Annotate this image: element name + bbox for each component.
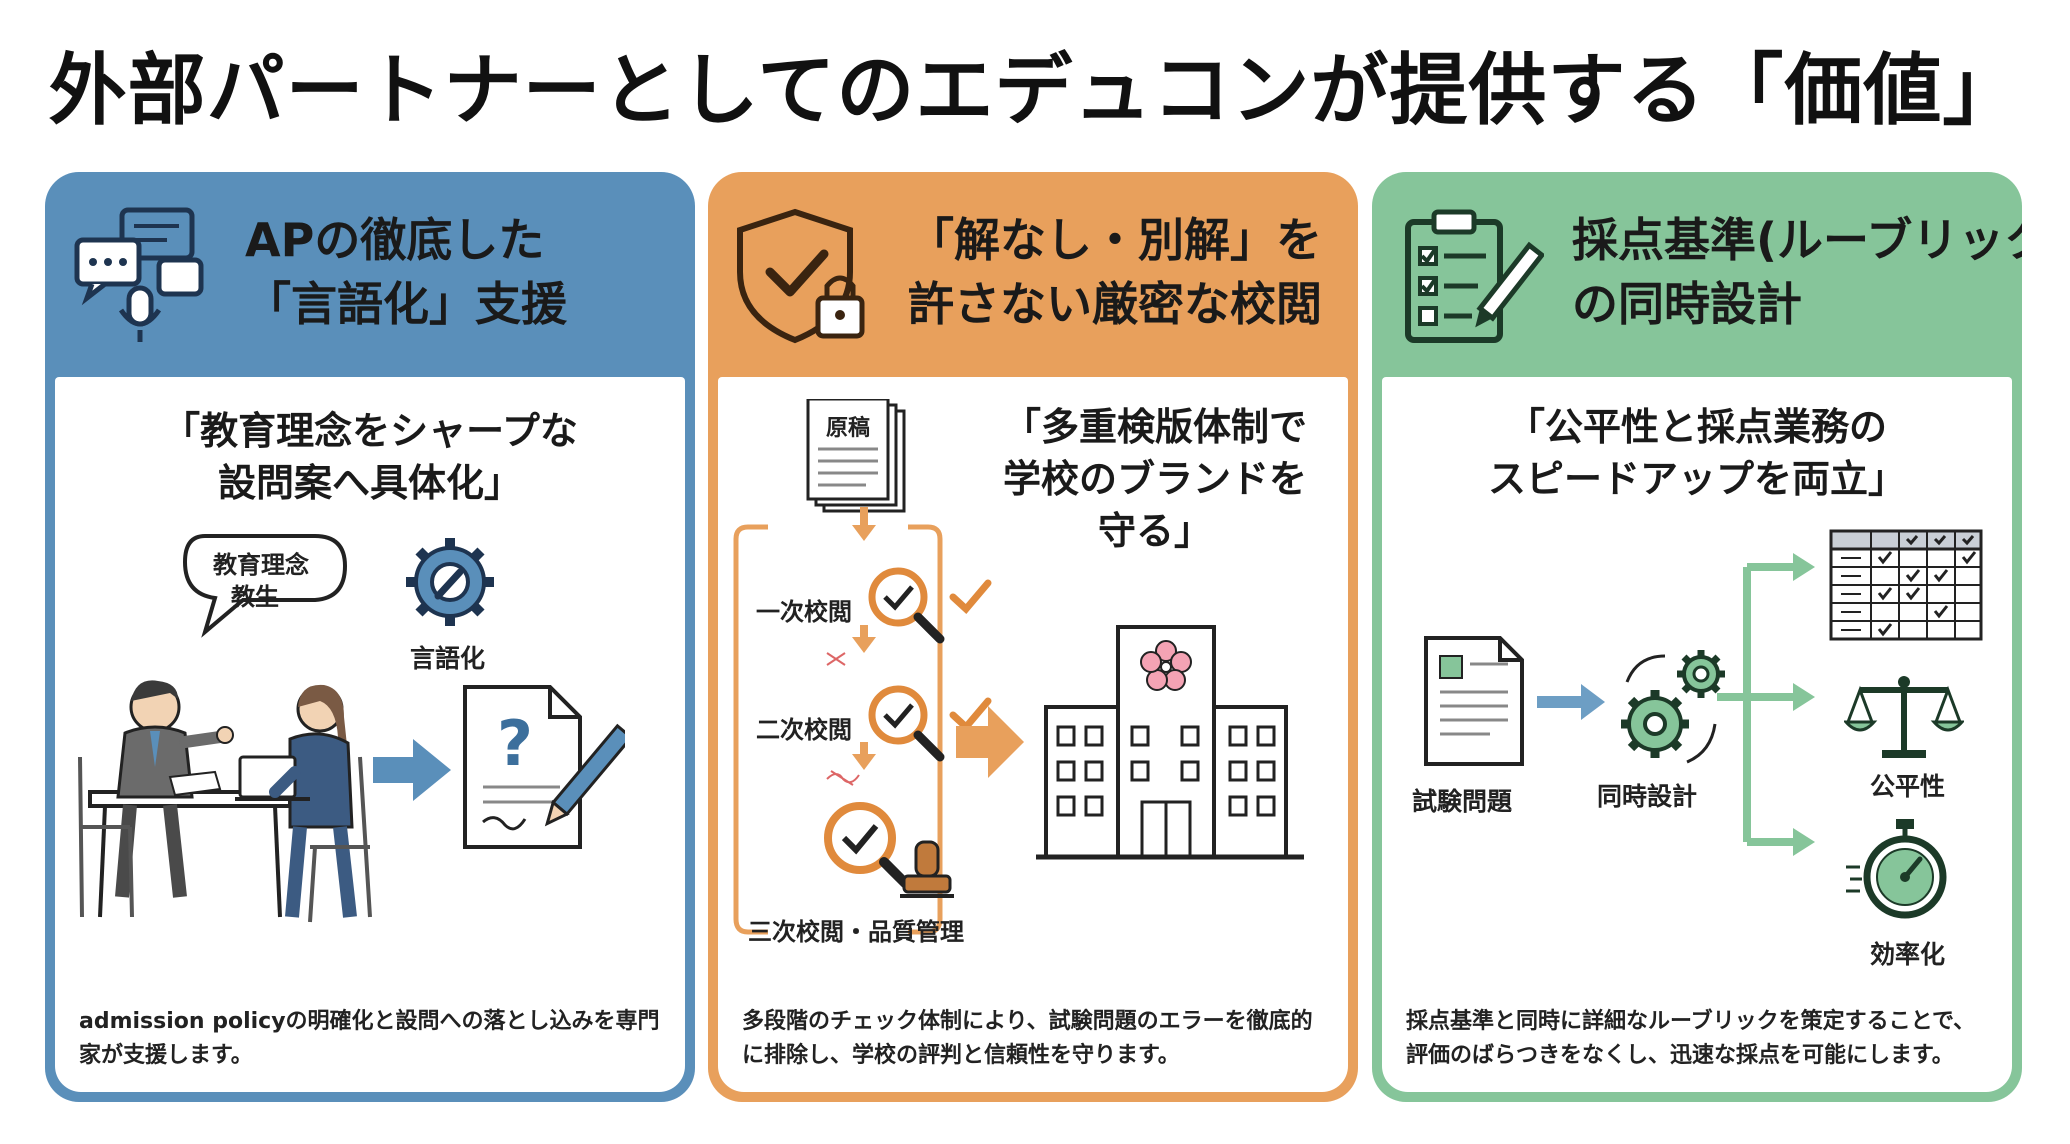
balance-scale-icon (1844, 676, 1964, 758)
arrow-right-icon (373, 739, 451, 801)
rubric-grid-icon (1829, 529, 1983, 641)
fairness-label: 公平性 (1870, 772, 1946, 801)
svg-text:?: ? (497, 707, 533, 780)
bubble-line-2: 教生 (231, 583, 279, 611)
chat-microphone-icon (74, 207, 204, 342)
stopwatch-icon (1846, 819, 1947, 919)
meeting-illustration (78, 680, 292, 918)
step-2-label: 二次校閲 (756, 716, 852, 744)
error-cross-icon (826, 652, 846, 666)
woman-laptop-illustration (235, 684, 372, 923)
card-rubric-design: 採点基準(ルーブリック) の同時設計 「公平性と採点業務の スピードアップを両立… (1372, 172, 2022, 1102)
bubble-line-1: 教育理念 (213, 551, 309, 579)
magnifier-check-icon (868, 685, 992, 762)
question-document-icon: ? (463, 685, 625, 849)
card-ap-verbalization: APの徹底した 「言語化」支援 「教育理念をシャープな 設問案へ具体化」 教育理… (45, 172, 695, 1102)
card-title: 採点基準(ルーブリック) の同時設計 (1572, 213, 2022, 331)
exam-label: 試験問題 (1412, 787, 1513, 816)
proofreading-steps-frame (733, 507, 943, 935)
arrow-right-icon (1537, 684, 1605, 720)
card-body: 「公平性と採点業務の スピードアップを両立」 試験問題 (1382, 377, 2012, 1092)
manuscript-label: 原稿 (826, 416, 871, 441)
card-body: 「多重検版体制で 学校のブランドを 守る」 原稿 一 (718, 377, 1348, 1092)
gear-wrench-icon (406, 538, 494, 626)
error-scribble-icon (826, 770, 860, 786)
page-title: 外部パートナーとしてのエデュコンが提供する「価値」 (48, 46, 2022, 136)
card-title: 「解なし・別解」を 許さない厳密な校閲 (908, 213, 1322, 331)
school-building-icon (1036, 625, 1304, 860)
shield-lock-icon (737, 208, 865, 344)
arrow-right-icon (956, 706, 1024, 778)
card-description: admission policyの明確化と設問への落とし込みを専門家が支援します… (79, 1009, 660, 1068)
step-3-label: 三次校閲・品質管理 (748, 918, 964, 946)
gears-icon (1621, 650, 1725, 764)
clipboard-checklist-icon (1405, 209, 1544, 343)
magnifier-check-icon (868, 567, 992, 644)
step-1-label: 一次校閲 (756, 598, 852, 626)
card-header: 「解なし・別解」を 許さない厳密な校閲 (708, 172, 1358, 377)
simultaneous-design-label: 同時設計 (1597, 782, 1698, 811)
card-header: 採点基準(ルーブリック) の同時設計 (1372, 172, 2022, 377)
card-subtitle: 「公平性と採点業務の スピードアップを両立」 (1487, 405, 1906, 501)
card-subtitle: 「教育理念をシャープな 設問案へ具体化」 (162, 409, 578, 505)
gear-label: 言語化 (410, 644, 486, 673)
card-header: APの徹底した 「言語化」支援 (45, 172, 695, 377)
card-description: 採点基準と同時に詳細なルーブリックを策定することで、評価のばらつきをなくし、迅速… (1406, 1009, 1976, 1068)
speech-bubble-icon (182, 534, 348, 638)
magnifier-stamp-icon (824, 802, 954, 898)
card-subtitle: 「多重検版体制で 学校のブランドを 守る」 (1002, 405, 1307, 553)
branch-arrows-icon (1717, 553, 1815, 856)
card-body: 「教育理念をシャープな 設問案へ具体化」 教育理念 教生 言語化 (55, 377, 685, 1092)
efficiency-label: 効率化 (1870, 940, 1946, 969)
manuscript-stack-icon (806, 399, 906, 513)
exam-document-icon (1424, 636, 1524, 766)
card-description: 多段階のチェック体制により、試験問題のエラーを徹底的に排除し、学校の評判と信頼性… (742, 1009, 1313, 1068)
card-strict-proofreading: 「解なし・別解」を 許さない厳密な校閲 「多重検版体制で 学校のブランドを 守る… (708, 172, 1358, 1102)
card-title: APの徹底した 「言語化」支援 (245, 213, 567, 331)
